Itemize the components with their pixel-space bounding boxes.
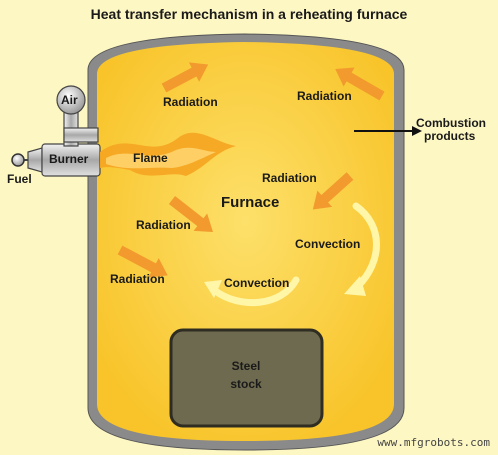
convection-arrow-bottom-head	[204, 280, 222, 298]
radiation-arrow	[312, 172, 354, 210]
burner-label: Burner	[49, 152, 89, 166]
steel-label-line1: Steel	[231, 359, 261, 373]
radiation-arrow	[168, 196, 213, 233]
furnace-label: Furnace	[221, 194, 280, 211]
radiation-label-mid-left: Radiation	[136, 218, 191, 232]
air-label: Air	[61, 93, 78, 107]
radiation-arrow	[335, 67, 385, 101]
steel-label-line2: stock	[230, 377, 262, 391]
radiation-label-bottom-left: Radiation	[110, 272, 165, 286]
air-pipe-horizontal	[63, 127, 99, 143]
radiation-arrow	[117, 245, 168, 278]
fuel-label: Fuel	[7, 172, 32, 186]
combustion-label-line2: products	[424, 129, 476, 143]
air-inlet	[56, 85, 86, 115]
combustion-label-line1: Combustion	[416, 116, 486, 130]
watermark: www.mfgrobots.com	[377, 436, 490, 449]
convection-arrow-right-head	[344, 276, 366, 296]
flame-label: Flame	[133, 151, 168, 165]
radiation-arrows	[117, 62, 385, 278]
radiation-arrow	[161, 62, 209, 93]
diagram-title: Heat transfer mechanism in a reheating f…	[90, 6, 408, 22]
steel-stock	[169, 328, 324, 428]
radiation-label-top-left: Radiation	[163, 95, 218, 109]
radiation-label-mid-right: Radiation	[262, 171, 317, 185]
convection-arrow-bottom	[210, 276, 300, 307]
convection-arrow-right	[352, 202, 380, 290]
convection-label-bottom: Convection	[224, 276, 290, 290]
convection-arrows	[210, 202, 380, 307]
radiation-label-top-right: Radiation	[297, 89, 352, 103]
burner-nozzle	[27, 147, 43, 173]
fuel-inlet	[11, 153, 25, 167]
convection-label-right: Convection	[295, 237, 361, 251]
